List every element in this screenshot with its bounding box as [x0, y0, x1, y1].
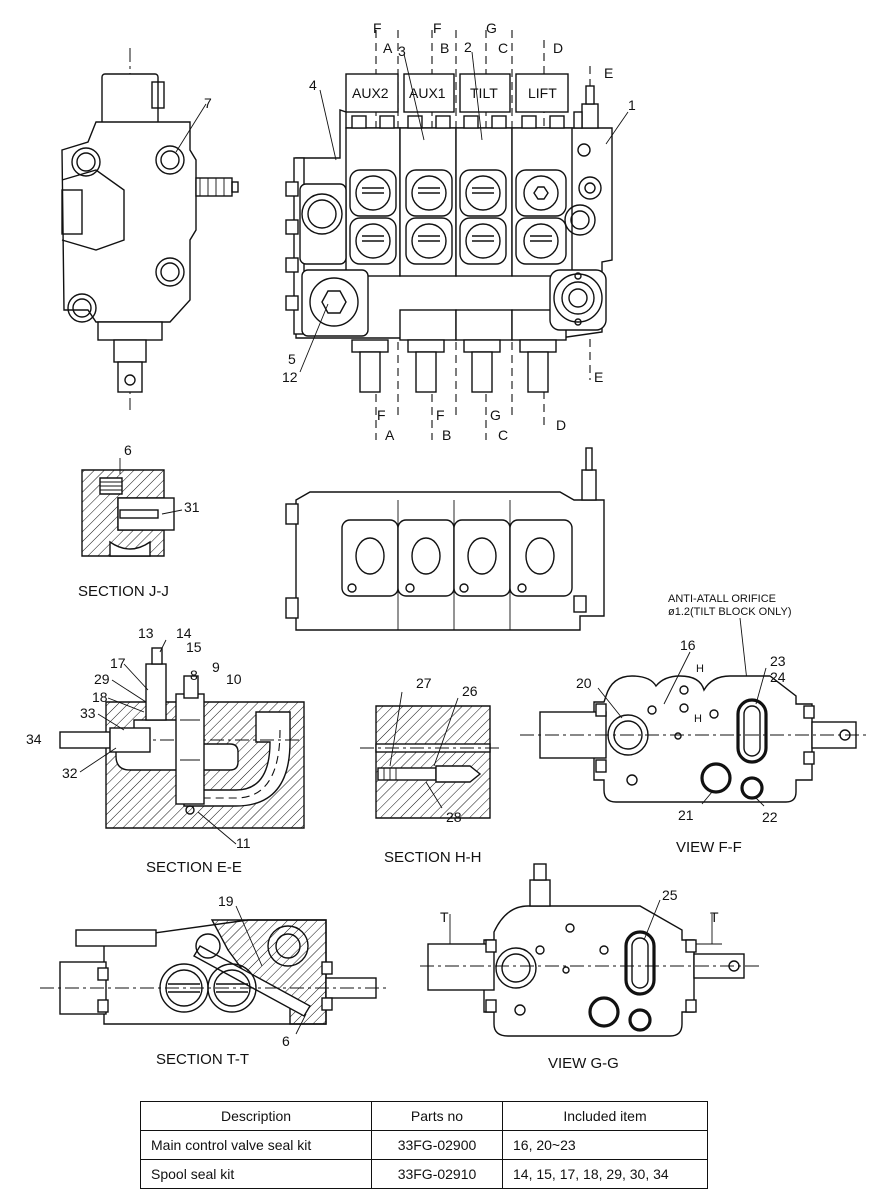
callout-18: 18: [92, 689, 108, 705]
callout-2: 2: [464, 39, 472, 55]
callout-25: 25: [662, 887, 678, 903]
port-aux2: [349, 169, 397, 265]
cell-parts-no: 33FG-02910: [371, 1159, 503, 1189]
callout-24: 24: [770, 669, 786, 685]
callout-10: 10: [226, 671, 242, 687]
sec-letter-e2: E: [594, 369, 603, 385]
callout-17: 17: [110, 655, 126, 671]
callout-27: 27: [416, 675, 432, 691]
callout-9: 9: [212, 659, 220, 675]
caption-view-gg: VIEW G-G: [548, 1055, 619, 1072]
col-description: Description: [140, 1101, 372, 1131]
callout-26: 26: [462, 683, 478, 699]
callout-23: 23: [770, 653, 786, 669]
sec-letter-a1: A: [383, 40, 393, 56]
label-aux2: AUX2: [352, 85, 389, 101]
callout-34: 34: [26, 731, 42, 747]
table-row: Main control valve seal kit 33FG-02900 1…: [140, 1130, 708, 1160]
sec-letter-d2: D: [556, 417, 566, 433]
main-valve-front-view: F A F B G C D E F A F B G C D E AUX2 AUX…: [282, 20, 636, 443]
sec-letter-f1: F: [373, 20, 382, 36]
caption-view-ff: VIEW F-F: [676, 839, 742, 856]
callout-21: 21: [678, 807, 694, 823]
col-parts-no: Parts no: [371, 1101, 503, 1131]
note-orifice-2: ø1.2(TILT BLOCK ONLY): [668, 606, 791, 618]
callout-3: 3: [398, 43, 406, 59]
port-lift: [515, 169, 567, 265]
port-aux1: [405, 169, 453, 265]
callout-4: 4: [309, 77, 317, 93]
sec-letter-d1: D: [553, 40, 563, 56]
cell-description: Spool seal kit: [140, 1159, 372, 1189]
label-tilt: TILT: [470, 85, 498, 101]
section-jj: 6 31 SECTION J-J: [78, 442, 200, 600]
callout-12: 12: [282, 369, 298, 385]
callout-6-tt: 6: [282, 1033, 290, 1049]
section-ee: 13 14 15 17 8 9 10 29 18 33 34 32 11 SEC…: [26, 625, 305, 876]
callout-29: 29: [94, 671, 110, 687]
view-ff: ANTI-ATALL ORIFICE ø1.2(TILT BLOCK ONLY)…: [520, 593, 868, 856]
table-row: Spool seal kit 33FG-02910 14, 15, 17, 18…: [140, 1159, 708, 1189]
callout-5: 5: [288, 351, 296, 367]
sec-letter-h1: H: [696, 663, 704, 675]
sec-letter-c1: C: [498, 40, 508, 56]
spool-ends: [351, 115, 565, 393]
port-tilt: [459, 169, 507, 265]
cell-parts-no: 33FG-02900: [371, 1130, 503, 1160]
sec-letter-f4: F: [436, 407, 445, 423]
note-orifice-1: ANTI-ATALL ORIFICE: [668, 593, 776, 605]
callout-14: 14: [176, 625, 192, 641]
callout-1: 1: [628, 97, 636, 113]
sec-letter-g1: G: [486, 20, 497, 36]
label-lift: LIFT: [528, 85, 557, 101]
sec-letter-a2: A: [385, 427, 395, 443]
cell-included-item: 16, 20~23: [502, 1130, 708, 1160]
parts-table: Description Parts no Included item Main …: [140, 1101, 708, 1189]
callout-20: 20: [576, 675, 592, 691]
callout-13: 13: [138, 625, 154, 641]
sec-letter-b1: B: [440, 40, 449, 56]
table-header-row: Description Parts no Included item: [140, 1101, 708, 1131]
callout-16: 16: [680, 637, 696, 653]
sec-letter-h2: H: [694, 713, 702, 725]
sec-letter-g2: G: [490, 407, 501, 423]
callout-11: 11: [236, 835, 251, 851]
callout-33: 33: [80, 705, 96, 721]
cell-included-item: 14, 15, 17, 18, 29, 30, 34: [502, 1159, 708, 1189]
view-gg: T T 25 VIEW G-G: [420, 863, 760, 1072]
section-tt: 19 6 SECTION T-T: [40, 893, 390, 1068]
sec-letter-c2: C: [498, 427, 508, 443]
callout-22: 22: [762, 809, 778, 825]
sec-letter-t2: T: [710, 909, 719, 925]
sec-letter-e1: E: [604, 65, 613, 81]
callout-6-jj: 6: [124, 442, 132, 458]
callout-31: 31: [184, 499, 200, 515]
callout-15: 15: [186, 639, 202, 655]
sec-letter-f2: F: [433, 20, 442, 36]
caption-section-ee: SECTION E-E: [146, 859, 242, 876]
callout-28: 28: [446, 809, 462, 825]
caption-section-hh: SECTION H-H: [384, 849, 482, 866]
col-included-item: Included item: [502, 1101, 708, 1131]
section-hh: 27 26 28 SECTION H-H: [360, 675, 500, 866]
callout-19: 19: [218, 893, 234, 909]
callout-8: 8: [190, 667, 198, 683]
sec-letter-f3: F: [377, 407, 386, 423]
callout-32: 32: [62, 765, 78, 781]
sec-letter-t1: T: [440, 909, 449, 925]
rear-view: [285, 447, 605, 631]
label-aux1: AUX1: [409, 85, 446, 101]
callout-7: 7: [204, 95, 212, 111]
cell-description: Main control valve seal kit: [140, 1130, 372, 1160]
caption-section-tt: SECTION T-T: [156, 1051, 249, 1068]
side-view: 7: [61, 48, 239, 410]
caption-section-jj: SECTION J-J: [78, 583, 169, 600]
sec-letter-b2: B: [442, 427, 451, 443]
